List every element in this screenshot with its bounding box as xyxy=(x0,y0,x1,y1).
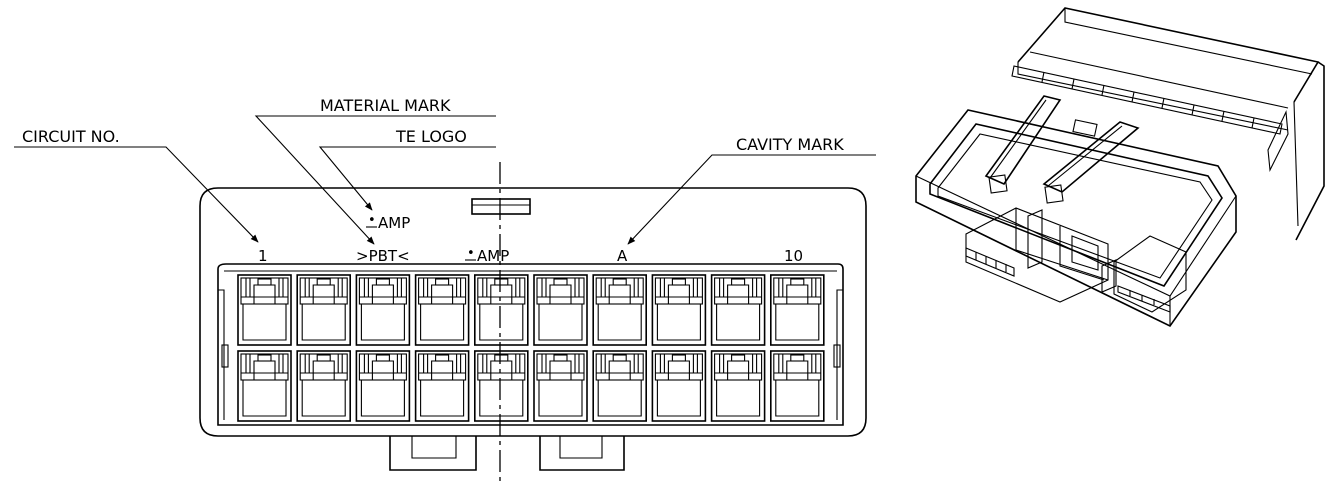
isometric-view xyxy=(915,7,1325,328)
cavity xyxy=(355,350,411,422)
callouts: MATERIAL MARK TE LOGO CIRCUIT NO. CAVITY… xyxy=(14,96,876,245)
bottom-latch-left-inner xyxy=(411,436,457,459)
cavity xyxy=(473,350,529,422)
marking-material: >PBT< xyxy=(356,247,410,265)
cavity xyxy=(651,274,707,346)
cavity xyxy=(651,350,707,422)
marking-cavity: A xyxy=(617,247,628,265)
bottom-latch-right-inner xyxy=(559,436,603,459)
callout-material-mark: MATERIAL MARK xyxy=(320,96,451,115)
cavity xyxy=(296,274,352,346)
cavity xyxy=(769,350,825,422)
cavity xyxy=(237,350,292,422)
logo-dot-above: • xyxy=(368,213,376,228)
cavity xyxy=(237,274,292,346)
cavity-block xyxy=(217,263,844,426)
cavity xyxy=(592,274,648,346)
housing-outline xyxy=(199,187,867,437)
callout-circuit-no: CIRCUIT NO. xyxy=(22,127,120,146)
top-rib xyxy=(471,198,531,215)
front-view: • AMP 1 >PBT< • AMP A 10 xyxy=(199,162,867,484)
marking-circuit-first: 1 xyxy=(258,247,268,265)
bottom-latch-left xyxy=(389,436,477,471)
cavity xyxy=(592,350,648,422)
bottom-latch-right xyxy=(539,436,625,471)
marking-logo-above: AMP xyxy=(378,214,410,232)
cavity xyxy=(769,274,825,346)
cavity xyxy=(355,274,411,346)
callout-cavity-mark: CAVITY MARK xyxy=(736,135,844,154)
logo-dot-inline: • xyxy=(467,246,475,261)
marking-circuit-last: 10 xyxy=(784,247,803,265)
cavity xyxy=(414,350,470,422)
cavity xyxy=(414,274,470,346)
cavity xyxy=(710,274,766,346)
cavity xyxy=(473,274,529,346)
cavity xyxy=(710,350,766,422)
cavity xyxy=(296,350,352,422)
cavity-grid xyxy=(237,274,825,422)
cavity xyxy=(533,274,588,346)
marking-logo-inline: AMP xyxy=(477,247,509,265)
callout-te-logo: TE LOGO xyxy=(395,127,467,146)
cavity xyxy=(533,350,588,422)
